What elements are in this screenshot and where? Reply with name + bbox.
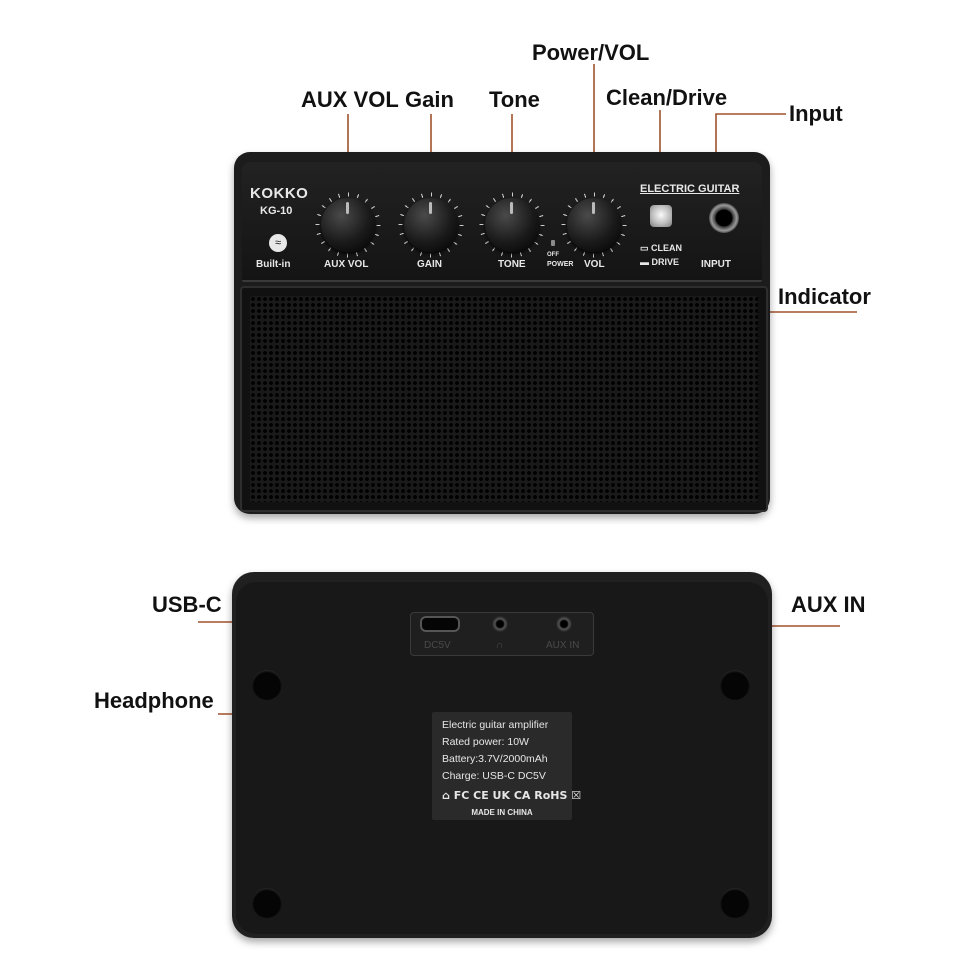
screw-hole-bottom-left bbox=[252, 888, 282, 918]
callout-clean-drive: Clean/Drive bbox=[606, 85, 728, 110]
power-label: POWER bbox=[547, 261, 574, 268]
aux-vol-label: AUX VOL bbox=[324, 259, 369, 270]
drive-label: ▬ DRIVE bbox=[640, 257, 680, 267]
aux-in-jack[interactable] bbox=[556, 616, 572, 632]
input-label: INPUT bbox=[701, 259, 731, 270]
clean-label: ▭ CLEAN bbox=[640, 243, 683, 253]
label-line-3: Battery:3.7V/2000mAh bbox=[442, 753, 548, 765]
callout-usb-c: USB-C bbox=[152, 592, 222, 617]
aux-vol-knob[interactable] bbox=[321, 198, 375, 252]
input-jack[interactable] bbox=[709, 203, 739, 233]
drive-text: DRIVE bbox=[651, 257, 680, 267]
usb-engraving: DC5V bbox=[424, 640, 451, 651]
callout-aux-vol: AUX VOL bbox=[301, 87, 399, 112]
gain-knob[interactable] bbox=[404, 198, 458, 252]
screw-hole-top-right bbox=[720, 670, 750, 700]
clean-drive-switch[interactable] bbox=[650, 205, 672, 227]
label-line-2: Rated power: 10W bbox=[442, 736, 529, 748]
callout-tone: Tone bbox=[489, 87, 540, 112]
callout-indicator: Indicator bbox=[778, 284, 871, 309]
electric-guitar-label: ELECTRIC GUITAR bbox=[640, 183, 740, 195]
certification-marks: ⌂ FC CE UK CA RoHS ☒ bbox=[442, 789, 582, 802]
speaker-grille-frame bbox=[240, 286, 768, 512]
tone-label: TONE bbox=[498, 259, 526, 270]
rating-label: Electric guitar amplifier Rated power: 1… bbox=[432, 712, 581, 820]
label-line-1: Electric guitar amplifier bbox=[442, 719, 549, 731]
callout-headphone: Headphone bbox=[94, 688, 214, 713]
clean-text: CLEAN bbox=[651, 243, 683, 253]
brand-logo: KOKKO bbox=[250, 185, 309, 202]
gain-label: GAIN bbox=[417, 259, 442, 270]
power-indicator-led bbox=[551, 240, 555, 246]
callout-aux-in: AUX IN bbox=[791, 592, 866, 617]
callout-gain: Gain bbox=[405, 87, 454, 112]
headphone-jack[interactable] bbox=[492, 616, 508, 632]
control-panel: KOKKO KG-10 ≈ Built-in AUX VOL GAIN TONE… bbox=[242, 162, 762, 282]
headphone-engraving: ∩ bbox=[496, 640, 504, 651]
aux-engraving: AUX IN bbox=[546, 640, 580, 651]
callout-input: Input bbox=[789, 101, 843, 126]
speaker-grille bbox=[250, 296, 758, 502]
screw-hole-top-left bbox=[252, 670, 282, 700]
bluetooth-icon: ≈ bbox=[269, 234, 287, 252]
callout-power-vol: Power/VOL bbox=[532, 40, 650, 65]
screw-hole-bottom-right bbox=[720, 888, 750, 918]
power-vol-knob[interactable] bbox=[567, 198, 621, 252]
amp-front-view: KOKKO KG-10 ≈ Built-in AUX VOL GAIN TONE… bbox=[234, 152, 770, 514]
vol-label: VOL bbox=[584, 259, 605, 270]
label-line-4: Charge: USB-C DC5V bbox=[442, 770, 546, 782]
builtin-label: Built-in bbox=[256, 259, 291, 270]
usb-c-port[interactable] bbox=[420, 616, 460, 632]
tone-knob[interactable] bbox=[485, 198, 539, 252]
off-label: OFF bbox=[547, 252, 559, 258]
model-number: KG-10 bbox=[260, 205, 293, 217]
made-in-label: MADE IN CHINA bbox=[471, 808, 533, 817]
